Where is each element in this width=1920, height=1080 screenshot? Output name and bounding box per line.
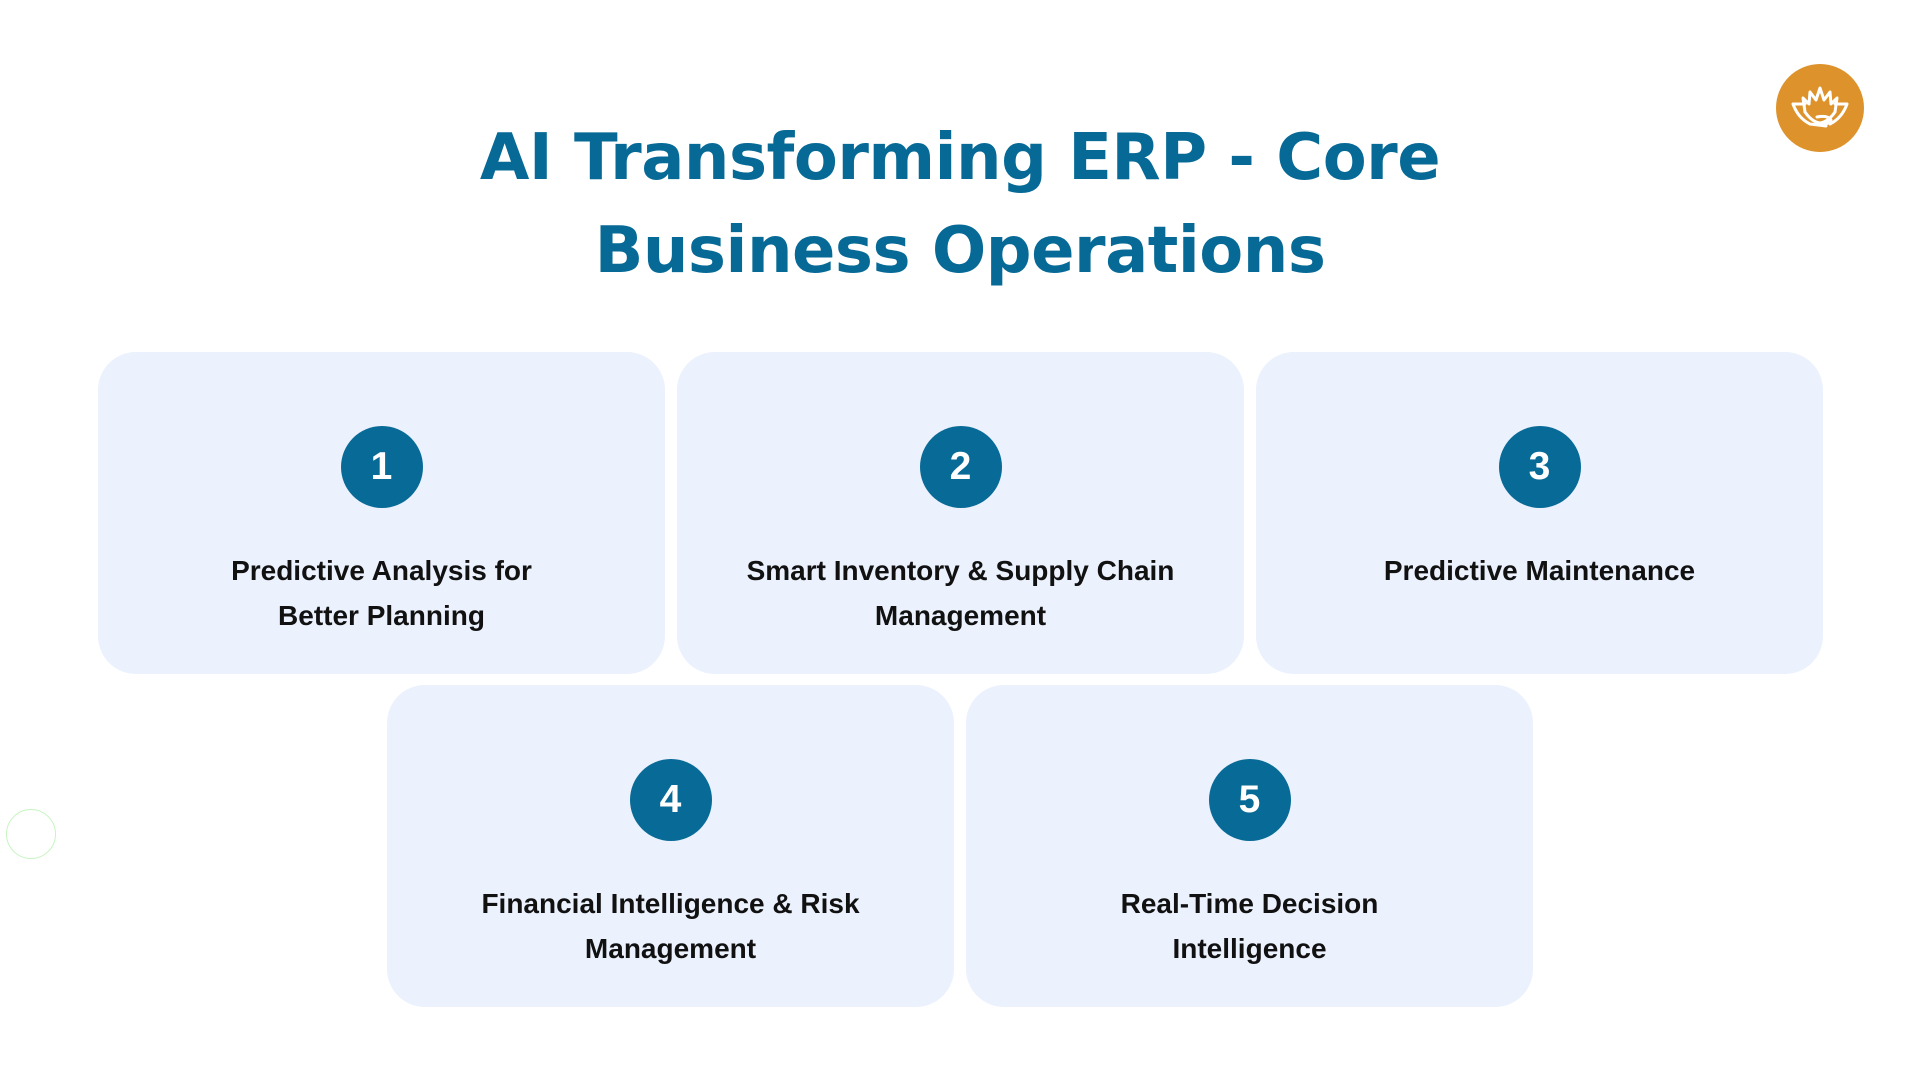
card-title-line: Management xyxy=(584,933,757,964)
page-title: AI Transforming ERP - Core Business Oper… xyxy=(0,112,1920,298)
number-badge: 3 xyxy=(1498,426,1581,508)
number-badge: 4 xyxy=(629,759,712,841)
card-title-line: Real-Time Decision xyxy=(1120,888,1379,919)
card-title-line: Predictive Maintenance xyxy=(1383,555,1696,586)
page-title-line-2: Business Operations xyxy=(594,214,1326,288)
card-title: Real-Time Decision Intelligence xyxy=(966,881,1533,971)
card-1: 1 Predictive Analysis for Better Plannin… xyxy=(98,352,665,674)
number-badge: 2 xyxy=(919,426,1002,508)
card-title-line: Intelligence xyxy=(1172,933,1327,964)
card-title: Predictive Analysis for Better Planning xyxy=(98,548,665,638)
card-title: Financial Intelligence & Risk Management xyxy=(387,881,954,971)
card-2: 2 Smart Inventory & Supply Chain Managem… xyxy=(677,352,1244,674)
number-badge: 5 xyxy=(1208,759,1291,841)
lotus-icon xyxy=(1791,86,1849,128)
card-title-line: Better Planning xyxy=(278,600,485,631)
card-3: 3 Predictive Maintenance xyxy=(1256,352,1823,674)
card-title: Predictive Maintenance xyxy=(1256,548,1823,593)
card-4: 4 Financial Intelligence & Risk Manageme… xyxy=(387,685,954,1007)
number-badge: 1 xyxy=(340,426,423,508)
card-title-line: Financial Intelligence & Risk xyxy=(481,888,860,919)
page-title-line-1: AI Transforming ERP - Core xyxy=(479,121,1441,195)
card-5: 5 Real-Time Decision Intelligence xyxy=(966,685,1533,1007)
decorative-ring xyxy=(6,809,56,859)
card-title-line: Management xyxy=(874,600,1047,631)
card-title: Smart Inventory & Supply Chain Managemen… xyxy=(677,548,1244,638)
logo xyxy=(1776,64,1864,152)
card-title-line: Predictive Analysis for xyxy=(231,555,532,586)
card-title-line: Smart Inventory & Supply Chain xyxy=(746,555,1175,586)
